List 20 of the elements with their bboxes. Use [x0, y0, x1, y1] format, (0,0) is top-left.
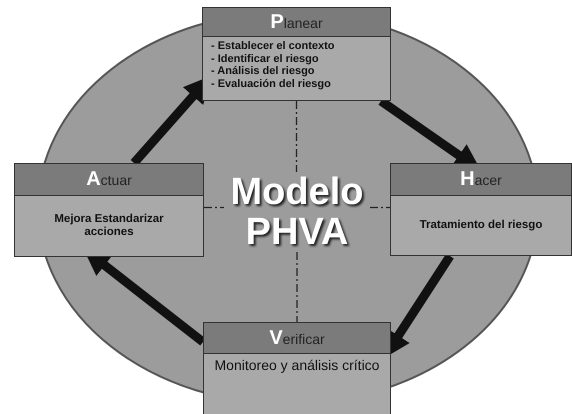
phase-description: - Evaluación del riesgo	[211, 78, 331, 91]
phase-box	[14, 163, 204, 257]
dashed-line	[370, 206, 390, 208]
phase-title: Hacer	[460, 168, 502, 191]
phase-title: Planear	[270, 10, 323, 34]
phase-description: Monitoreo y análisis crítico	[214, 357, 380, 374]
phase-title: Actuar	[86, 168, 132, 191]
phase-box	[390, 163, 572, 256]
phase-description: - Establecer el contexto	[211, 40, 334, 53]
phase-description: - Identificar el riesgo	[211, 52, 319, 66]
phase-title: Verificar	[269, 326, 325, 350]
phase-description: Tratamiento del riesgo	[420, 218, 542, 232]
center-title: Modelo PHVA	[224, 172, 370, 252]
dashed-line	[296, 101, 298, 172]
dashed-line	[296, 252, 298, 322]
phase-description: - Análisis del riesgo	[211, 65, 315, 78]
phase-box	[202, 7, 391, 101]
phase-description: Mejora Estandarizar acciones	[53, 212, 165, 240]
phase-box	[203, 322, 391, 414]
dashed-line	[204, 206, 224, 208]
